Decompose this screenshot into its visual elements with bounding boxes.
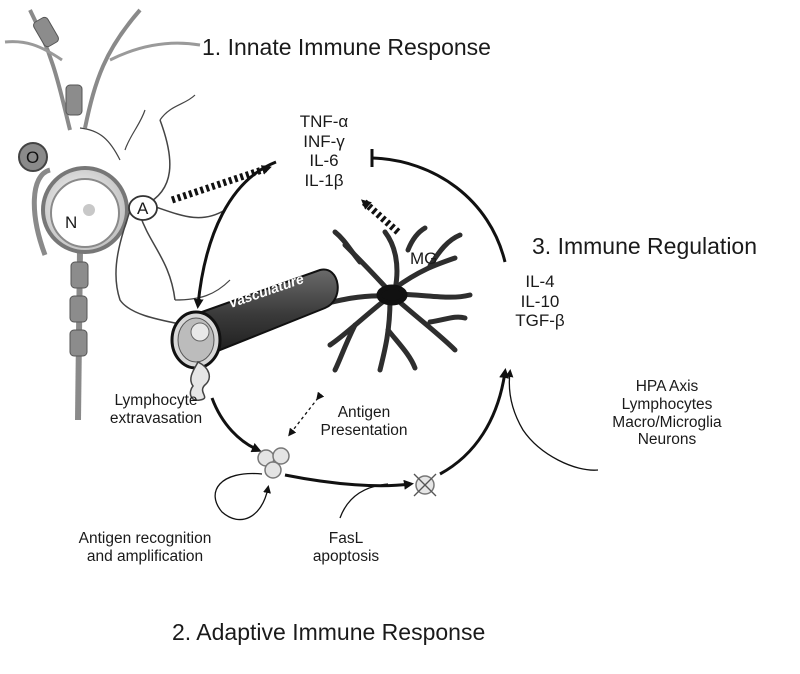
apoptotic-cell — [413, 473, 437, 497]
regulator-lymphocytes: Lymphocytes — [621, 395, 713, 413]
label-extravasation: Lymphocyte extravasation — [109, 392, 203, 427]
regulator-hpa: HPA Axis — [635, 378, 699, 395]
regulator-neurons: Neurons — [637, 431, 697, 449]
label-fasl-apoptosis: FasL apoptosis — [312, 530, 380, 565]
label-antigen-recognition: Antigen recognition and amplification — [78, 530, 212, 565]
cytokine-il4: IL-4 — [525, 272, 555, 291]
regulation-inhibition-arc — [371, 156, 507, 263]
cycle-arrow-to-vessel — [193, 160, 277, 309]
cytokine-tnf: TNF-α — [299, 112, 349, 131]
cytokine-il1: IL-1β — [304, 170, 344, 190]
recognition-loop-arrow — [214, 472, 271, 521]
title-innate: 1. Innate Immune Response — [202, 34, 491, 60]
label-antigen-presentation: Antigen Presentation — [320, 404, 408, 439]
label-neuron-nucleus: N — [65, 213, 78, 232]
label-microglia: MG — [410, 249, 438, 268]
cytokine-tgf: TGF-β — [515, 311, 565, 331]
fasl-pointer — [339, 483, 389, 519]
label-astrocyte: A — [137, 199, 149, 218]
title-adaptive: 2. Adaptive Immune Response — [172, 619, 486, 645]
title-regulation: 3. Immune Regulation — [532, 233, 758, 259]
cytokine-inf: INF-γ — [303, 131, 345, 151]
regulator-macro-microglia: Macro/Microglia — [612, 413, 722, 431]
regulator-feedback-arc — [505, 369, 599, 471]
antigen-presentation-arrow — [288, 391, 325, 437]
regulator-list: HPA Axis Lymphocytes Macro/Microglia Neu… — [592, 378, 742, 449]
microglia-release-arrow — [361, 199, 401, 235]
neuron — [4, 8, 201, 421]
label-oligodendrocyte: O — [26, 148, 40, 167]
cycle-arrow-from-vessel — [210, 397, 262, 453]
cycle-arrow-to-apoptosis — [284, 473, 414, 490]
astrocyte-release-arrow — [170, 164, 272, 204]
cytokine-il6: IL-6 — [309, 151, 339, 171]
cycle-arrow-to-regulation — [439, 368, 510, 476]
cytokine-list-regulatory: IL-4 IL-10 TGF-β — [500, 272, 580, 331]
microglia — [317, 225, 473, 373]
vasculature — [170, 268, 339, 401]
lymphocyte-cluster — [257, 447, 290, 479]
cytokine-list-innate: TNF-α INF-γ IL-6 IL-1β — [282, 112, 366, 190]
cycle-arrows — [193, 149, 510, 490]
cytokine-il10: IL-10 — [520, 291, 560, 311]
astrocyte — [79, 94, 231, 326]
